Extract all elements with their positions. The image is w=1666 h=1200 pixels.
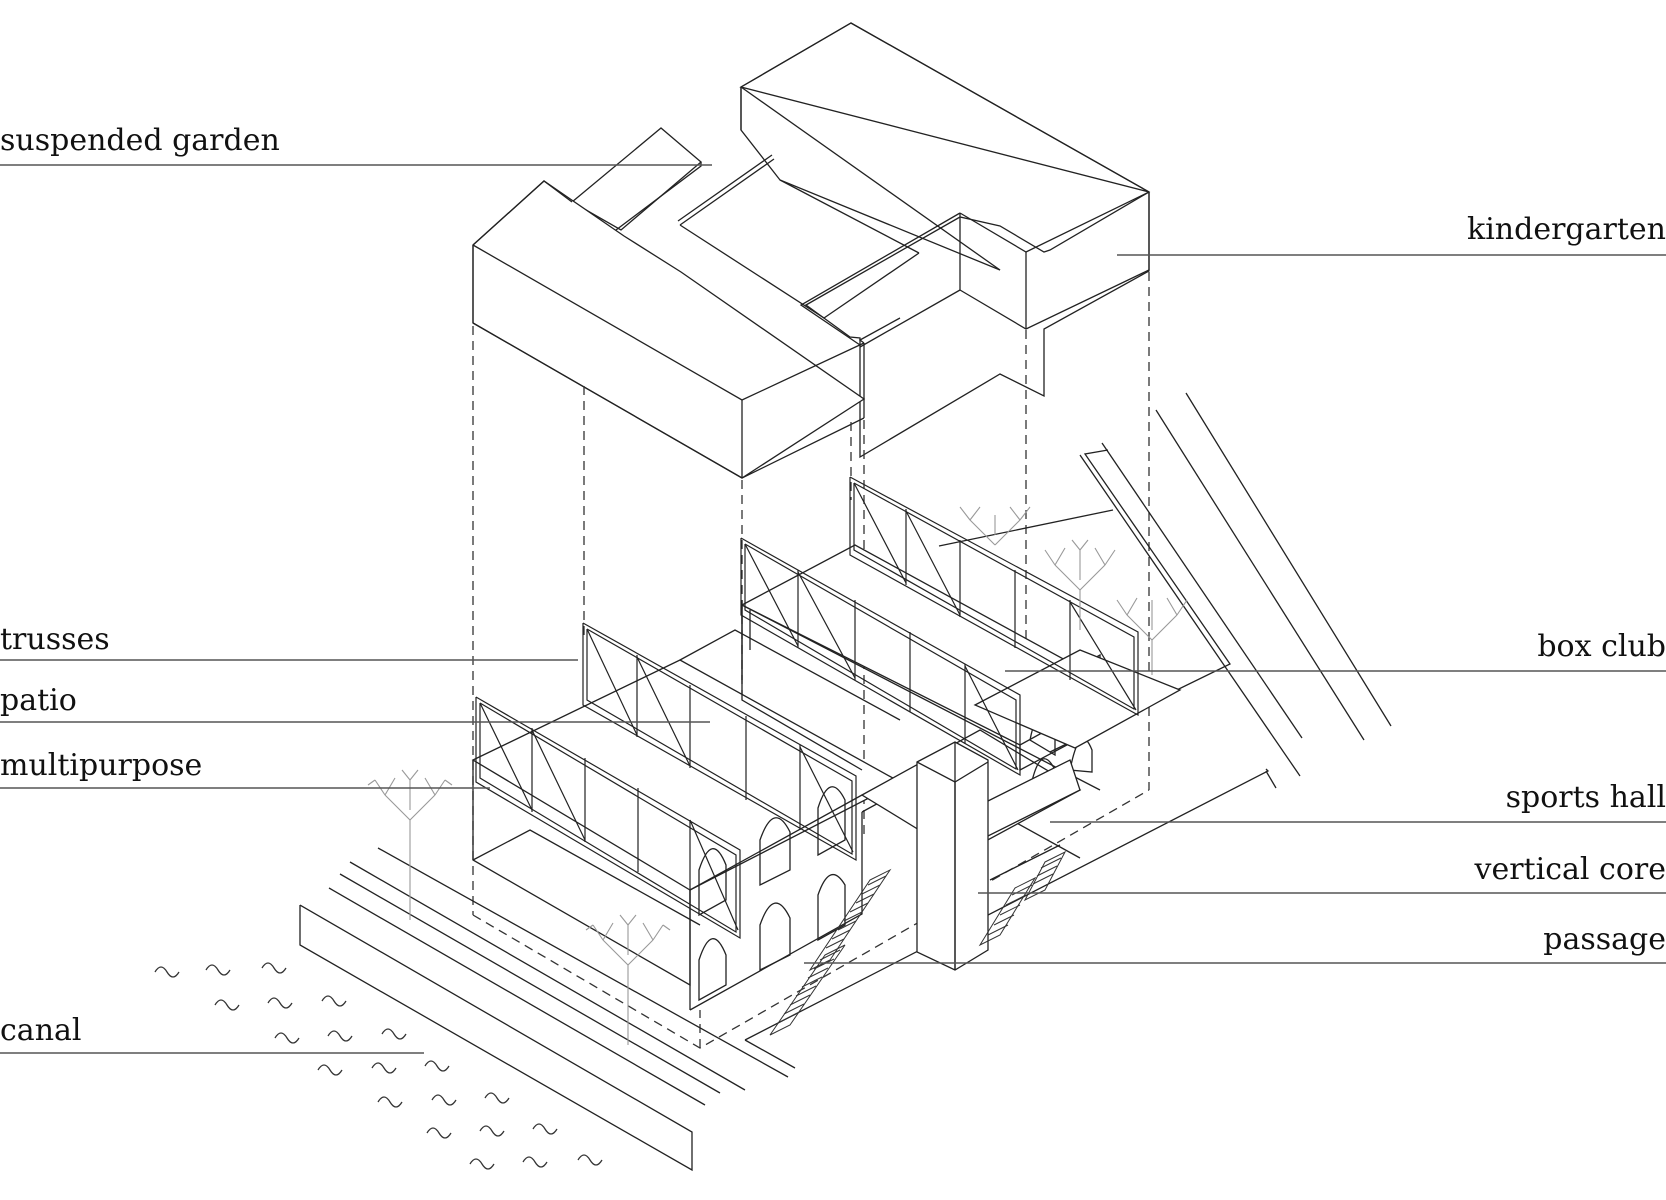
stairs — [769, 844, 1067, 1036]
truss-3 — [740, 537, 1021, 777]
tree-icon — [1116, 597, 1188, 675]
truss-2 — [582, 622, 857, 862]
tree-icon — [1044, 539, 1116, 630]
kindergarten-volume — [472, 22, 1151, 479]
tree-icon — [959, 506, 1031, 546]
trusses — [475, 476, 1139, 940]
truss-1 — [475, 696, 741, 940]
label-canal: canal — [0, 1013, 82, 1048]
label-box-club: box club — [1537, 629, 1666, 664]
label-suspended-garden: suspended garden — [0, 123, 280, 158]
leader-lines — [0, 164, 1666, 1054]
label-sports-hall: sports hall — [1505, 780, 1666, 815]
vertical-core — [916, 741, 989, 971]
tree-icon — [585, 914, 671, 1045]
label-trusses: trusses — [0, 622, 110, 657]
label-vertical-core: vertical core — [1474, 852, 1666, 887]
label-patio: patio — [0, 683, 77, 718]
truss-4 — [849, 476, 1139, 717]
label-multipurpose: multipurpose — [0, 748, 203, 783]
label-passage: passage — [1543, 922, 1666, 957]
canal-waves — [154, 962, 603, 1170]
label-kindergarten: kindergarten — [1467, 212, 1666, 247]
trees — [367, 506, 1188, 1045]
